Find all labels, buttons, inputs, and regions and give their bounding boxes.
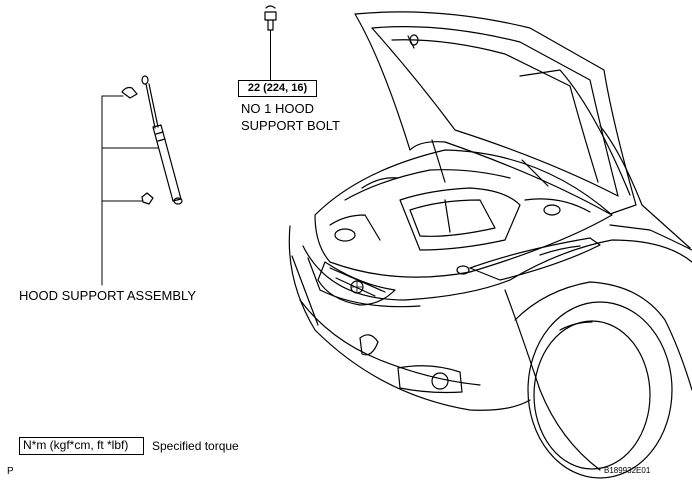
torque-unit-legend: N*m (kgf*cm, ft *lbf): [19, 437, 144, 455]
bolt-label-line1: NO 1 HOOD: [241, 101, 314, 116]
lower-bracket: [141, 192, 154, 205]
torque-spec-box: 22 (224, 16): [238, 80, 317, 97]
figure-code: B189932E01: [604, 466, 651, 475]
bolt-label-line2: SUPPORT BOLT: [241, 118, 340, 133]
vehicle-illustration: [288, 11, 692, 479]
hood-support-strut: [141, 75, 183, 205]
page-mark: P: [7, 466, 14, 477]
hood-support-bolt: [264, 5, 277, 81]
assembly-leader-lines: [101, 95, 159, 286]
upper-bracket: [121, 86, 138, 99]
bolt-label: NO 1 HOOD SUPPORT BOLT: [241, 100, 340, 134]
hood-support-assembly-label: HOOD SUPPORT ASSEMBLY: [19, 288, 196, 303]
legend-description: Specified torque: [152, 439, 239, 453]
